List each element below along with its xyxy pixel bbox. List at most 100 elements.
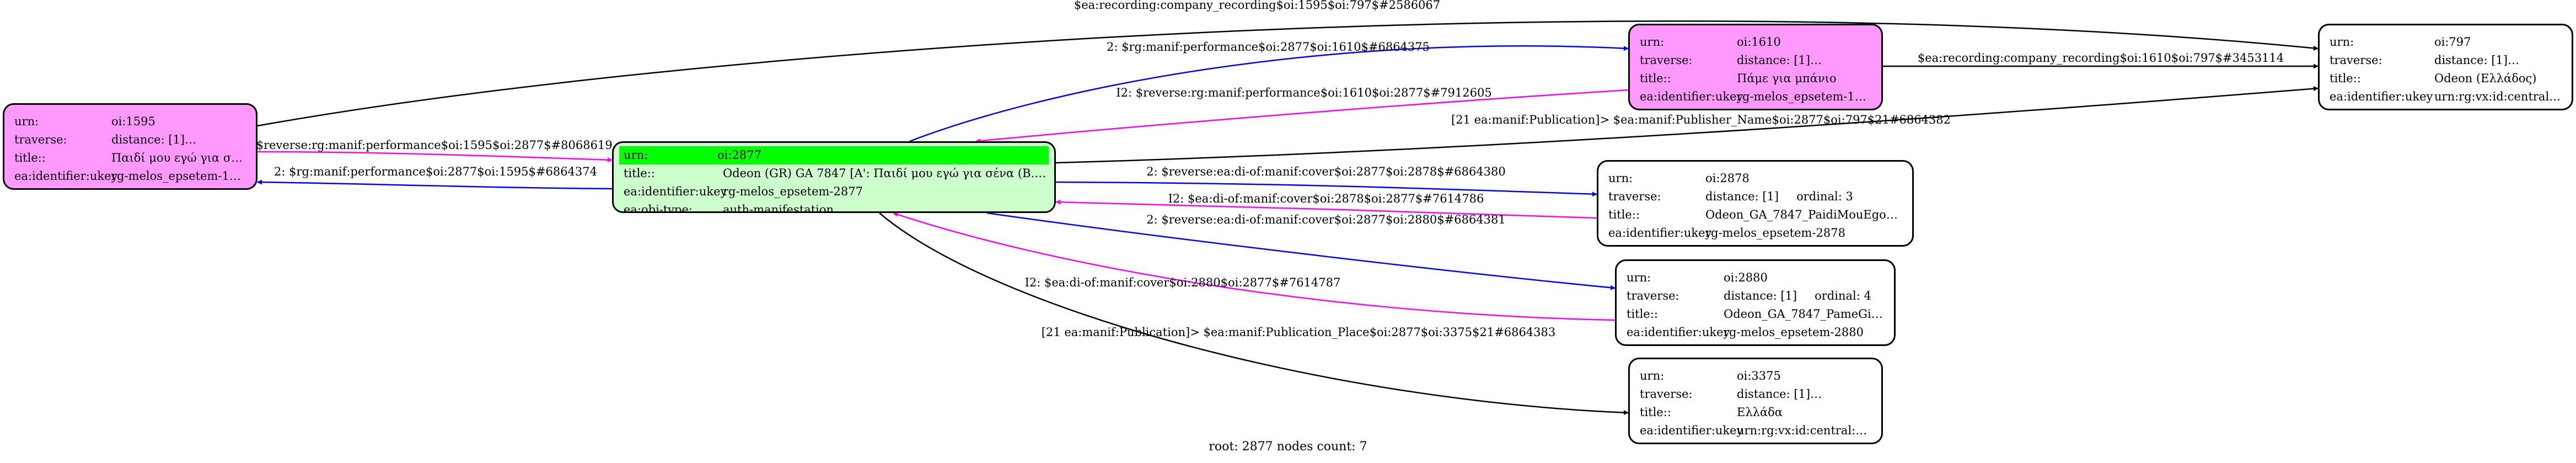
traverse-key: traverse: xyxy=(1608,190,1661,203)
type-key: ea:obj-type: xyxy=(624,203,693,213)
ukey-key: ea:identifier:ukey xyxy=(2330,90,2433,103)
title-key: title:: xyxy=(1608,208,1640,221)
type-value: auth-expression xyxy=(1737,106,1874,109)
edge-label-1: $ea:recording:company_recording$oi:1595$… xyxy=(1074,0,1440,12)
edge-10 xyxy=(986,212,1616,290)
ordinal-value: ordinal: 1 xyxy=(202,133,248,146)
title-value: Odeon (Ελλάδος) xyxy=(2434,72,2537,85)
ukey-key: ea:identifier:ukey xyxy=(1608,226,1712,240)
edge-label-4: I2: $reverse:rg:manif:performance$oi:161… xyxy=(1116,86,1491,99)
title-key: title:: xyxy=(14,151,46,164)
title-value: Ελλάδα xyxy=(1737,406,1783,419)
ukey-value: urn:rg:vx:id:central:181 xyxy=(1737,424,1874,437)
node-oi-1610[interactable]: urn: oi:1610 traverse: distance: [1] ordina… xyxy=(1628,24,1883,110)
ordinal-value: ordinal: 4 xyxy=(1815,289,1871,302)
title-row: title::Odeon_GA_7847_PaidiMouEgoGiaSena xyxy=(1598,206,1912,224)
edge-1 xyxy=(257,20,2319,127)
urn-row: urn:oi:2880 xyxy=(1617,269,1894,287)
distance-value: distance: [1] xyxy=(1737,54,1811,67)
title-row: title::Πάμε για μπάνιο xyxy=(1630,70,1881,88)
title-row: title::Odeon_GA_7847_PameGiaBanio xyxy=(1617,305,1894,323)
ukey-value: rg-melos_epsetem-2880 xyxy=(1724,326,1864,339)
edge-label-2: 2: $rg:manif:performance$oi:2877$oi:1610… xyxy=(1107,40,1430,54)
urn-value: oi:2880 xyxy=(1724,271,1768,284)
type-key: ea:obj-type: xyxy=(1608,242,1705,245)
ukey-key: ea:identifier:ukey xyxy=(1640,90,1743,103)
urn-value: oi:3375 xyxy=(1737,369,1781,382)
node-oi-2878[interactable]: urn:oi:2878 traverse: distance: [1] ordina… xyxy=(1597,160,1914,247)
traverse-row: traverse: distance: [1] ordinal: 1 xyxy=(4,131,256,149)
ukey-key: ea:identifier:ukey xyxy=(1640,424,1743,437)
ukey-value: urn:rg:vx:id:central:1835 xyxy=(2434,90,2564,103)
urn-key: urn: xyxy=(14,115,39,128)
type-row: ea:obj-type:auth-organization xyxy=(2320,106,2572,109)
edge-label-8: 2: $reverse:ea:di-of:manif:cover$oi:2877… xyxy=(1146,165,1506,178)
edge-12 xyxy=(879,212,1629,416)
edge-9 xyxy=(1055,199,1597,219)
urn-row: urn: oi:1610 xyxy=(1630,33,1881,51)
ordinal-value: ordinal: 6 xyxy=(1828,387,1874,401)
traverse-key: traverse: xyxy=(1627,289,1679,302)
urn-row: urn:oi:2878 xyxy=(1598,169,1912,188)
ordinal-value: ordinal: 3 xyxy=(1796,190,1853,203)
type-row: ea:obj-type:auth-expression xyxy=(1630,106,1881,109)
distance-value: distance: [1] xyxy=(2434,54,2508,67)
urn-value: oi:1610 xyxy=(1737,35,1781,49)
type-row: ea:obj-type:digital-item xyxy=(1617,342,1894,344)
edge-label-9: I2: $ea:di-of:manif:cover$oi:2878$oi:287… xyxy=(1168,192,1484,205)
urn-key: urn: xyxy=(1640,35,1665,49)
edge-6 xyxy=(257,151,613,163)
edge-label-3: $ea:recording:company_recording$oi:1610$… xyxy=(1918,51,2284,65)
title-key: title:: xyxy=(1627,307,1658,321)
type-value: digital-item xyxy=(1724,342,1886,344)
ukey-key: ea:identifier:ukey xyxy=(624,185,727,198)
distance-value: distance: [1] xyxy=(1705,190,1779,203)
traverse-key: traverse: xyxy=(1640,54,1693,67)
traverse-row: traverse: distance: [1] ordinal: 4 xyxy=(1617,287,1894,305)
title-value: Odeon (GR) GA 7847 [Α': Παιδί μου εγώ γι… xyxy=(723,167,1046,180)
node-oi-2877-root[interactable]: urn: oi:2877 title::Odeon (GR) GA 7847 [Α… xyxy=(612,141,1056,213)
ukey-value: rg-melos_epsetem-1610 xyxy=(1737,90,1874,103)
title-row: title::Ελλάδα xyxy=(1630,403,1881,422)
title-key: title:: xyxy=(624,167,655,180)
urn-value: oi:2877 xyxy=(717,148,761,162)
title-value: Πάμε για μπάνιο xyxy=(1737,72,1837,85)
traverse-key: traverse: xyxy=(1640,387,1693,401)
urn-value: oi:797 xyxy=(2434,35,2471,49)
title-value: Odeon_GA_7847_PameGiaBanio xyxy=(1724,307,1886,321)
urn-row: urn: oi:3375 xyxy=(1630,367,1881,385)
edge-label-11: I2: $ea:di-of:manif:cover$oi:2880$oi:287… xyxy=(1025,276,1341,289)
distance-value: distance: [1] xyxy=(111,133,185,146)
distance-value: distance: [1] xyxy=(1724,289,1797,302)
ukey-value: rg-melos_epsetem-2878 xyxy=(1705,226,1845,240)
node-oi-3375[interactable]: urn:oi:3375 traverse:distance: [1]ordina… xyxy=(1628,358,1883,444)
ukey-value: rg-melos_epsetem-1595 xyxy=(111,169,248,183)
urn-key: urn: xyxy=(624,148,648,162)
type-key: ea:obj-type: xyxy=(14,185,111,188)
title-value: Odeon_GA_7847_PaidiMouEgoGiaSena xyxy=(1705,208,1904,221)
node-oi-2880[interactable]: urn:oi:2880 traverse: distance: [1] ordina… xyxy=(1615,259,1896,346)
graph-footer: root: 2877 nodes count: 7 xyxy=(1209,440,1367,454)
urn-key: urn: xyxy=(1640,369,1665,382)
ordinal-value: ordinal: 2 xyxy=(1828,54,1874,67)
traverse-key: traverse: xyxy=(14,133,67,146)
title-row: title::Παιδί μου εγώ για σένα xyxy=(4,149,256,167)
urn-key: urn: xyxy=(1608,172,1633,185)
type-value: auth-expression xyxy=(111,185,248,188)
urn-value: oi:1595 xyxy=(111,115,155,128)
node-oi-797[interactable]: urn:oi:797 traverse:distance: [1]ordinal… xyxy=(2318,24,2573,110)
urn-row: urn: oi:797 xyxy=(2320,33,2572,51)
node-oi-1595[interactable]: urn: oi:1595 traverse: distance: [1] ordina… xyxy=(3,103,257,190)
urn-key: urn: xyxy=(2330,35,2354,49)
edge-5 xyxy=(1055,86,2319,164)
edge-7 xyxy=(257,179,613,190)
traverse-row: traverse: distance: [1] ordinal: 3 xyxy=(1598,188,1912,206)
edge-2 xyxy=(909,45,1629,142)
type-key: ea:obj-type: xyxy=(1640,106,1737,109)
type-row: ea:obj-type:auth-expression xyxy=(4,185,256,188)
